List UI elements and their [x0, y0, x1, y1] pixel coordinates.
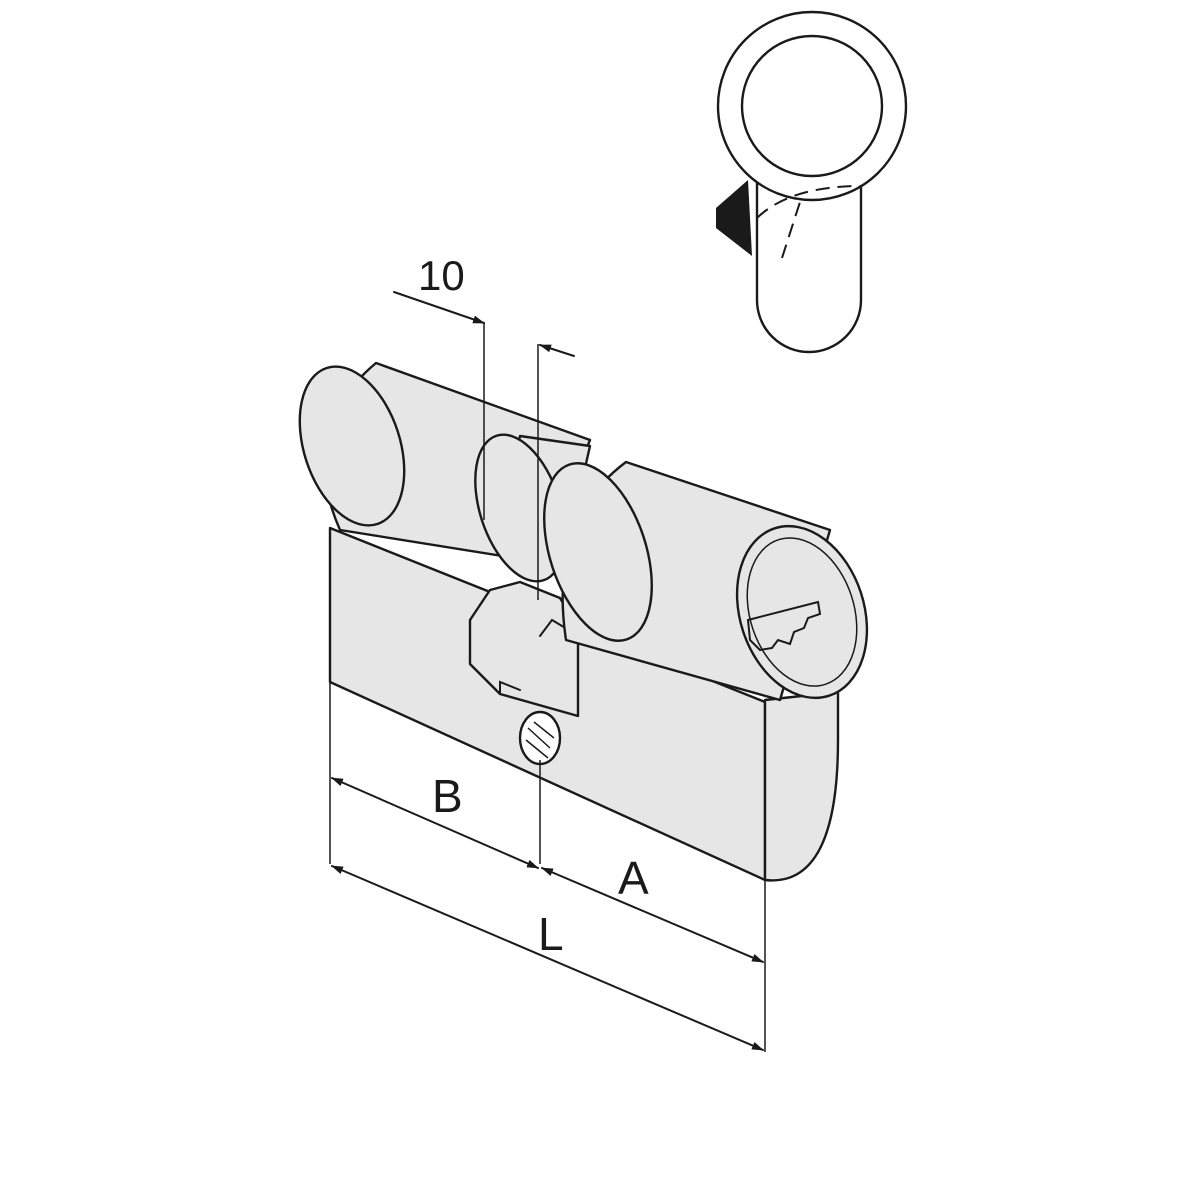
dimension-l: L: [331, 865, 764, 1051]
dimension-10: 10: [393, 252, 575, 600]
dimension-label-a: A: [618, 852, 649, 904]
profile-section-icon: [716, 10, 908, 354]
dimension-b: B: [331, 770, 539, 869]
dimension-label-l: L: [538, 908, 564, 960]
extension-lines: [329, 682, 766, 1052]
dimension-a: A: [541, 852, 764, 963]
cylinder-lock-icon: [298, 361, 869, 882]
dimension-label-b: B: [432, 770, 463, 822]
dimension-label-10: 10: [418, 252, 465, 299]
